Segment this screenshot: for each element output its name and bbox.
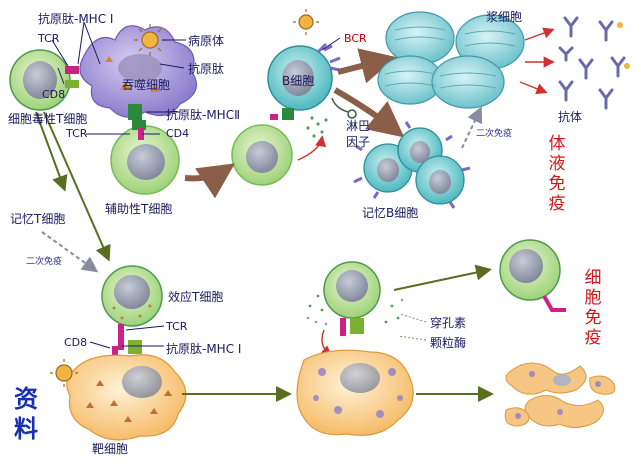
pointer-lines-top [51, 21, 341, 135]
arrow-helper-activation [184, 163, 235, 199]
arrow-secondary-memory-t [41, 231, 99, 273]
arrow-lymphokine [297, 135, 327, 161]
label-cellular-immunity: 细胞免疫 [584, 268, 602, 348]
pathogen-virus [134, 24, 166, 56]
label-lymphokine: 淋巴因子 [346, 119, 371, 149]
lymphokine-dots [306, 116, 328, 138]
lysed-cell-fragments [504, 362, 616, 428]
antigen-dot [617, 22, 623, 28]
label-antigen-mhc2: 抗原肽-MHCⅡ [166, 108, 240, 122]
label-cd8-bottom: CD8 [64, 336, 88, 349]
perforin-granzyme-dots [306, 294, 404, 326]
label-secondary-immune-top: 二次免疫 [476, 129, 513, 139]
arrow-b-to-memory [333, 87, 405, 138]
activated-helper-t-cell [231, 124, 293, 186]
antibodies [558, 16, 626, 110]
plasma-cells [377, 11, 525, 109]
antigen-dot [624, 63, 630, 69]
target-cell-lysing [296, 349, 414, 436]
label-b-cell: B细胞 [282, 74, 315, 88]
label-source-mark: 资料 [14, 385, 38, 443]
arrow-to-memory-t [35, 111, 68, 192]
label-tcr-bottom: TCR [166, 320, 188, 333]
effector-t-cell [101, 265, 163, 356]
label-phagocyte: 吞噬细胞 [122, 78, 171, 92]
label-pathogen: 病原体 [188, 34, 225, 48]
target-cell [66, 354, 187, 441]
label-target-cell: 靶细胞 [92, 442, 129, 456]
label-humoral-immunity: 体液免疫 [548, 134, 566, 214]
arrow-release [393, 264, 492, 291]
arrow-b-to-plasma [337, 48, 397, 84]
effector-t-released [499, 239, 566, 312]
b-cell [267, 42, 341, 120]
memory-b-cells [353, 121, 471, 209]
arrows-to-antibodies [519, 27, 555, 95]
label-granzyme: 颗粒酶 [430, 336, 467, 350]
effector-t-attacking [323, 261, 381, 336]
phagocyte-cell [79, 25, 198, 120]
label-tcr-top: TCR [38, 32, 60, 45]
label-cd4: CD4 [166, 127, 190, 140]
pointer-lines-bottom [89, 325, 165, 349]
lymphokine-marker [347, 109, 357, 119]
lymphokine-pointer [331, 97, 349, 113]
label-bcr: BCR [344, 32, 367, 45]
cytotoxic-t-cell [9, 49, 79, 111]
label-helper-t: 辅助性T细胞 [105, 202, 173, 216]
label-effector-t: 效应T细胞 [168, 290, 224, 304]
label-antigen-mhc1-bottom: 抗原肽-MHC Ⅰ [166, 342, 242, 356]
label-cytotoxic-t: 细胞毒性T细胞 [8, 112, 88, 126]
label-memory-t: 记忆T细胞 [10, 212, 66, 226]
label-tcr-mid: TCR [66, 127, 88, 140]
label-antibody: 抗体 [558, 110, 583, 124]
label-secondary-immune-left: 二次免疫 [26, 257, 63, 267]
label-antigen-peptide: 抗原肽 [188, 62, 225, 76]
label-cd8-top: CD8 [42, 88, 66, 101]
pathogen-bcell [293, 9, 319, 35]
pointer-lines-perforin [397, 313, 427, 341]
label-antigen-mhc1-top: 抗原肽-MHC Ⅰ [38, 12, 114, 26]
arrow-secondary-memory-b [461, 106, 483, 149]
helper-t-cell [110, 120, 180, 195]
label-memory-b: 记忆B细胞 [362, 206, 419, 220]
label-perforin: 穿孔素 [430, 316, 467, 330]
pathogen-target [50, 359, 78, 387]
arrow-to-effector-t [43, 111, 111, 262]
label-plasma-cell: 浆细胞 [486, 10, 523, 24]
